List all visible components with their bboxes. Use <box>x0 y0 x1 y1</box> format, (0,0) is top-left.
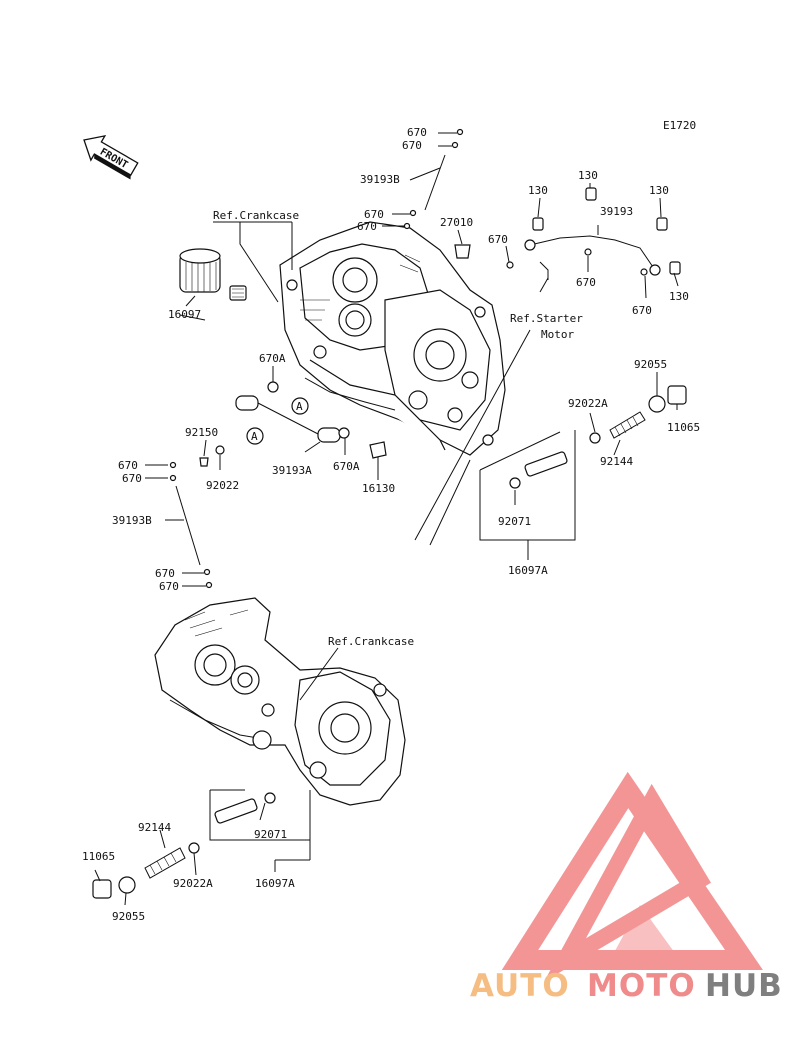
label-92022A: 92022A <box>173 877 213 890</box>
label-670: 670 <box>357 220 377 233</box>
watermark-auto: AUTO <box>470 968 570 1004</box>
label-92144: 92144 <box>600 455 633 468</box>
label-92071: 92071 <box>498 515 531 528</box>
label-130: 130 <box>669 290 689 303</box>
label-11065: 11065 <box>82 850 115 863</box>
label-670: 670 <box>159 580 179 593</box>
label-670: 670 <box>118 459 138 472</box>
diagram-code: E1720 <box>663 119 696 132</box>
label-39193: 39193 <box>600 205 633 218</box>
callout-A-1: A <box>291 397 309 415</box>
automotohub-watermark: AUTO MOTO HUB <box>470 968 783 1004</box>
label-670: 670 <box>576 276 596 289</box>
svg-text:A: A <box>251 430 258 443</box>
watermark-moto: MOTO <box>587 968 696 1004</box>
ref-starter-motor-line1: Ref.Starter <box>510 312 583 325</box>
label-39193B: 39193B <box>360 173 400 186</box>
label-130: 130 <box>578 169 598 182</box>
label-27010: 27010 <box>440 216 473 229</box>
ref-crankcase-top: Ref.Crankcase <box>213 209 299 222</box>
upper-crankcase-drawing <box>279 221 506 456</box>
starter-oil-pipe-39193 <box>506 187 681 280</box>
label-92071: 92071 <box>254 828 287 841</box>
relief-valve-set-bottom <box>92 792 276 899</box>
oil-pipe-39193B-top <box>403 128 471 259</box>
label-670A: 670A <box>333 460 360 473</box>
label-670: 670 <box>632 304 652 317</box>
oil-hose-39193A <box>199 381 387 467</box>
label-92022A: 92022A <box>568 397 608 410</box>
label-670A: 670A <box>259 352 286 365</box>
label-92150: 92150 <box>185 426 218 439</box>
label-130: 130 <box>649 184 669 197</box>
label-670: 670 <box>407 126 427 139</box>
label-11065: 11065 <box>667 421 700 434</box>
label-16130: 16130 <box>362 482 395 495</box>
callout-A-2: A <box>246 427 264 445</box>
label-670: 670 <box>488 233 508 246</box>
label-670: 670 <box>155 567 175 580</box>
label-39193A: 39193A <box>272 464 312 477</box>
leader-lines <box>94 132 679 906</box>
part-number-labels: 670 670 39193B 670 670 27010 130 130 130… <box>82 126 700 923</box>
label-39193B: 39193B <box>112 514 152 527</box>
automotohub-logo <box>501 771 763 982</box>
lower-crankcase-drawing <box>154 597 406 806</box>
ref-starter-motor-line2: Motor <box>541 328 574 341</box>
front-arrow-icon: FRONT <box>83 134 139 180</box>
ref-crankcase-bottom: Ref.Crankcase <box>328 635 414 648</box>
oil-filter-16097 <box>179 248 247 301</box>
label-16097A: 16097A <box>255 877 295 890</box>
label-16097A: 16097A <box>508 564 548 577</box>
label-92144: 92144 <box>138 821 171 834</box>
label-92022: 92022 <box>206 479 239 492</box>
svg-text:A: A <box>296 400 303 413</box>
watermark-hub: HUB <box>705 968 783 1004</box>
label-670: 670 <box>402 139 422 152</box>
label-92055: 92055 <box>634 358 667 371</box>
oil-pipe-39193B-left <box>169 461 213 589</box>
label-670: 670 <box>122 472 142 485</box>
relief-valve-set-top <box>509 385 687 489</box>
label-16097: 16097 <box>168 308 201 321</box>
label-670: 670 <box>364 208 384 221</box>
label-92055: 92055 <box>112 910 145 923</box>
label-130: 130 <box>528 184 548 197</box>
